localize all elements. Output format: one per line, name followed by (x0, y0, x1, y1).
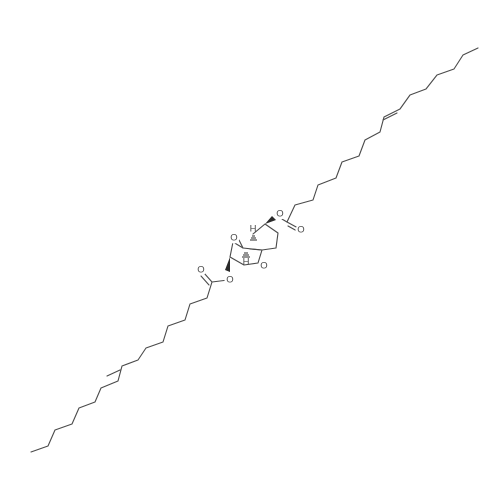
upper-ring-oxygen-label: O (230, 233, 237, 244)
lower-carbonyl-bond-b (200, 275, 210, 286)
upper-carbonyl-oxygen-label: O (297, 225, 304, 236)
upper-h-hash (250, 235, 257, 241)
upper-carbonyl-bond-a (286, 221, 299, 229)
lower-ring-oxygen-label: O (260, 261, 267, 272)
bond-lines (30, 47, 479, 453)
lower-alkene-double-bond (106, 369, 121, 377)
upper-carbonyl-bond-b (287, 225, 298, 232)
upper-ester-oxygen-label: O (276, 209, 283, 220)
upper-ring (235, 223, 279, 251)
lower-ester-oxygen-label: O (226, 275, 233, 286)
lower-h-hash (242, 252, 250, 258)
ring-fusion-bond (249, 248, 263, 251)
lower-carbonyl-bond-a (203, 272, 213, 283)
lower-fatty-chain (30, 279, 229, 453)
atom-labels: O O O O O O H H (195, 208, 307, 286)
upper-ester-wedge (265, 216, 276, 224)
lower-hydrogen-label: H (243, 257, 250, 268)
lower-carbonyl-oxygen-label: O (197, 265, 204, 276)
upper-hydrogen-label: H (250, 224, 257, 235)
lower-ester-wedge (225, 257, 230, 272)
stereo-bonds (225, 216, 276, 272)
upper-fatty-chain (274, 47, 479, 223)
upper-alkene-double-bond (382, 112, 398, 121)
